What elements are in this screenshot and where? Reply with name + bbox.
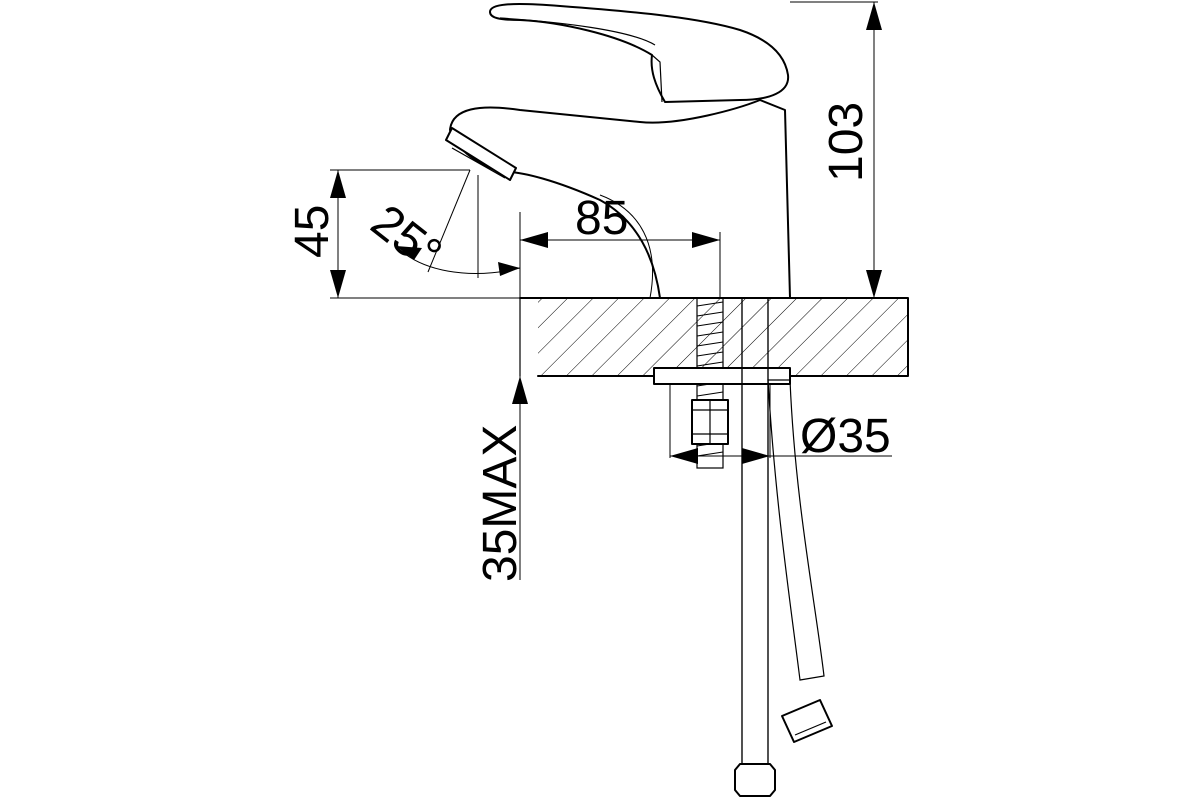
mounting-hardware <box>653 297 791 469</box>
height-label: 103 <box>820 102 873 182</box>
diameter-label: Ø35 <box>800 410 891 463</box>
dimension-angle: 25° <box>361 169 521 281</box>
dimension-reach: 85 <box>519 192 721 299</box>
dimension-diameter: Ø35 <box>669 384 892 464</box>
dimension-height: 103 <box>790 1 882 299</box>
spout-height-label: 45 <box>286 205 339 258</box>
max-thickness-label: 35MAX <box>474 425 527 582</box>
countertop-section <box>519 297 909 377</box>
reach-label: 85 <box>575 192 628 245</box>
supply-hoses <box>734 297 833 797</box>
faucet-body <box>445 3 791 299</box>
dimension-spout-height: 45 <box>286 169 520 299</box>
dimension-max-thickness: 35MAX <box>474 376 528 582</box>
